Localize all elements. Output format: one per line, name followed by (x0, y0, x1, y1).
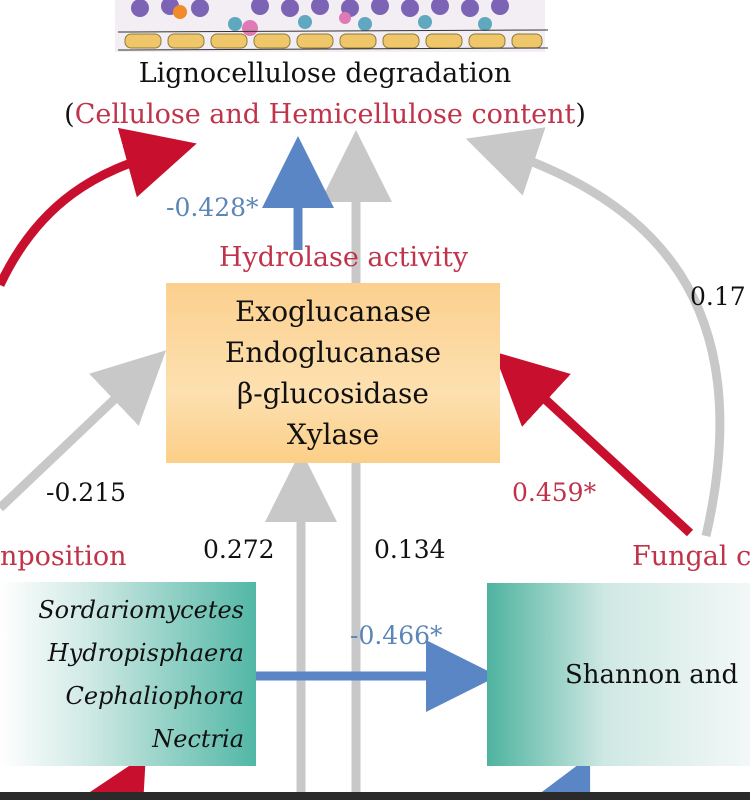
diagram-title: Lignocellulose degradation (138, 58, 512, 89)
coef-composition-fungal: -0.466* (350, 621, 443, 650)
composition-box: Sordariomycetes Hydropisphaera Cephaliop… (0, 582, 256, 766)
fungal-box: Shannon and (487, 583, 750, 766)
coef-composition-hydrolase: -0.215 (46, 478, 127, 507)
subtitle-open-paren: ( (64, 99, 75, 130)
subtitle-highlight: Cellulose and Hemicellulose content (74, 99, 576, 130)
diagram-subtitle: (Cellulose and Hemicellulose content) (0, 99, 650, 130)
coef-hydrolase-lignocellulose: -0.428* (166, 193, 259, 222)
lignocellulose-graphic (115, 0, 549, 52)
coef-fungal-hydrolase: 0.459* (512, 478, 597, 507)
hydrolase-label: Hydrolase activity (219, 242, 469, 273)
hydrolase-item: β-glucosidase (237, 377, 429, 410)
taxon-item: Hydropisphaera (47, 638, 244, 667)
bottom-strip (0, 792, 750, 800)
subtitle-close-paren: ) (575, 99, 586, 130)
hydrolase-box: Exoglucanase Endoglucanase β-glucosidase… (166, 283, 500, 463)
taxon-item: Nectria (152, 724, 244, 753)
taxon-item: Cephaliophora (65, 681, 244, 710)
fungal-box-text: Shannon and (565, 659, 739, 690)
coef-fungal-lignocellulose: 0.17 (690, 282, 746, 311)
hydrolase-item: Xylase (286, 418, 380, 451)
composition-label: nposition (0, 541, 127, 572)
coef-left-up-2: 0.134 (374, 535, 446, 564)
hydrolase-item: Endoglucanase (224, 336, 442, 369)
coef-left-up-1: 0.272 (203, 535, 275, 564)
hydrolase-item: Exoglucanase (234, 295, 432, 328)
fungal-label: Fungal c (632, 541, 750, 572)
gray-arrows (0, 127, 725, 800)
taxon-item: Sordariomycetes (38, 595, 244, 624)
